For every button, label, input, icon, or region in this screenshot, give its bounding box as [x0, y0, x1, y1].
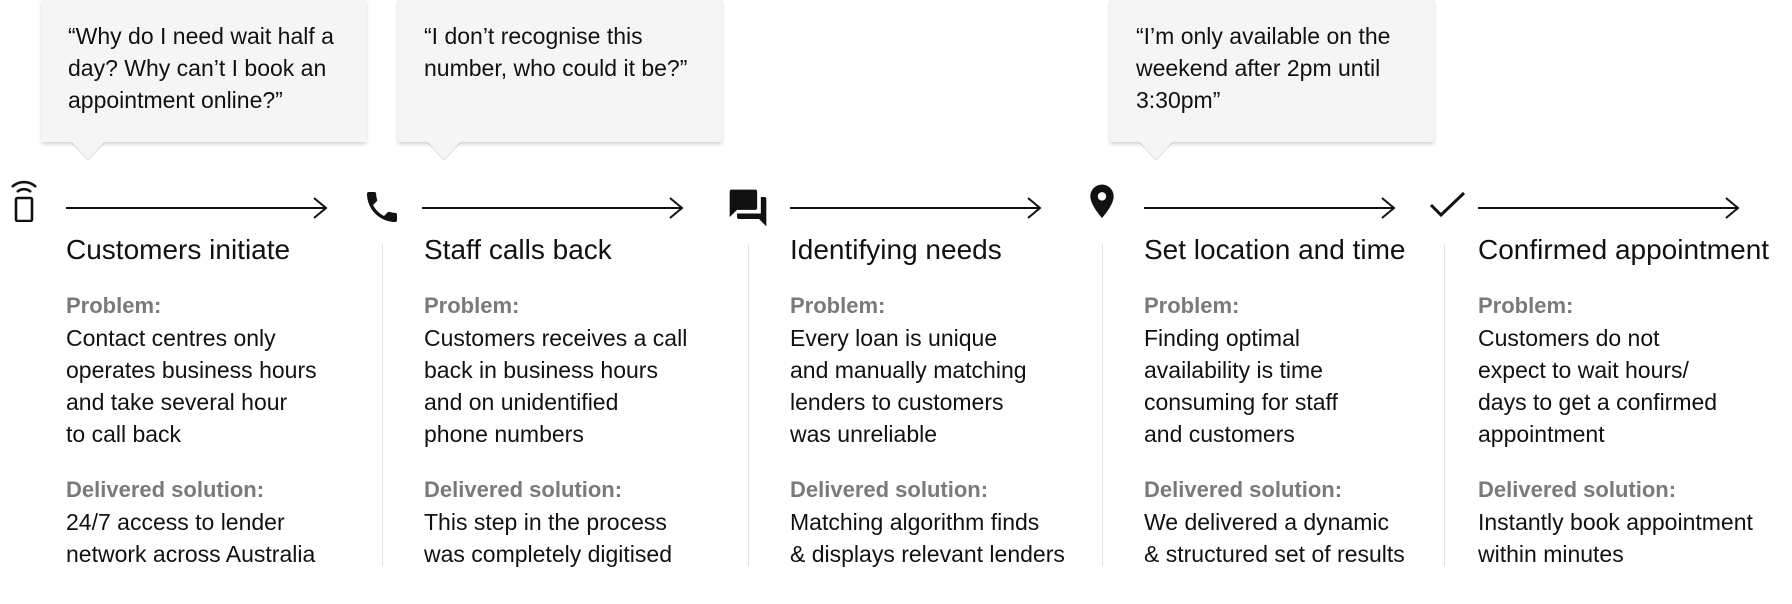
quote-bubble-2: “I don’t recognise this number, who coul…	[398, 0, 722, 161]
quote-bubble-1: “Why do I need wait half a day? Why can’…	[42, 0, 366, 161]
stage-customers-initiate: Customers initiate Problem: Contact cent…	[66, 232, 376, 570]
stage-confirmed-appointment: Confirmed appointment Problem: Customers…	[1478, 232, 1788, 570]
column-divider	[382, 244, 383, 566]
flow-arrow-4	[1144, 197, 1396, 219]
flow-arrow-2	[422, 197, 684, 219]
location-pin-icon	[1090, 184, 1114, 218]
stage-title: Confirmed appointment	[1478, 234, 1770, 265]
bubble-tail	[428, 142, 460, 159]
problem-text: Contact centres only operates business h…	[66, 325, 317, 447]
stage-title: Set location and time	[1144, 234, 1406, 265]
checkmark-icon	[1429, 191, 1466, 218]
bubble-tail	[72, 142, 104, 159]
flow-arrow-3	[790, 197, 1042, 219]
problem-label: Problem:	[424, 293, 520, 318]
stage-title: Identifying needs	[790, 234, 1002, 265]
solution-label: Delivered solution:	[1478, 477, 1677, 502]
phone-icon	[367, 192, 397, 222]
problem-text: Customers receives a call back in busine…	[424, 325, 688, 447]
stage-identifying-needs: Identifying needs Problem: Every loan is…	[790, 232, 1100, 570]
quote-text: “Why do I need wait half a day? Why can’…	[68, 23, 334, 113]
problem-text: Finding optimal availability is time con…	[1144, 325, 1338, 447]
solution-text: This step in the process was completely …	[424, 509, 673, 567]
solution-text: Matching algorithm finds & displays rele…	[790, 509, 1065, 567]
solution-text: 24/7 access to lender network across Aus…	[66, 509, 316, 567]
column-divider	[1102, 244, 1103, 566]
quote-text: “I don’t recognise this number, who coul…	[424, 23, 688, 81]
stage-staff-calls-back: Staff calls back Problem: Customers rece…	[424, 232, 744, 570]
solution-label: Delivered solution:	[66, 477, 265, 502]
problem-label: Problem:	[1144, 293, 1240, 318]
solution-label: Delivered solution:	[424, 477, 623, 502]
chat-bubbles-icon	[729, 189, 767, 227]
column-divider	[1444, 244, 1445, 566]
quote-text: “I’m only available on the weekend after…	[1136, 23, 1391, 113]
stage-title: Customers initiate	[66, 234, 291, 265]
solution-text: We delivered a dynamic & structured set …	[1144, 509, 1405, 567]
solution-label: Delivered solution:	[790, 477, 989, 502]
stage-set-location-and-time: Set location and time Problem: Finding o…	[1144, 232, 1440, 570]
bubble-tail	[1140, 142, 1172, 159]
solution-text: Instantly book appointment within minute…	[1478, 509, 1753, 567]
column-divider	[748, 244, 749, 566]
flow-arrow-1	[66, 197, 328, 219]
problem-text: Customers do not expect to wait hours/ d…	[1478, 325, 1718, 447]
quote-bubble-3: “I’m only available on the weekend after…	[1110, 0, 1434, 161]
problem-label: Problem:	[790, 293, 886, 318]
stage-title: Staff calls back	[424, 234, 612, 265]
solution-label: Delivered solution:	[1144, 477, 1343, 502]
problem-text: Every loan is unique and manually matchi…	[790, 325, 1027, 447]
problem-label: Problem:	[66, 293, 162, 318]
flow-arrow-5	[1478, 197, 1740, 219]
wireless-phone-icon	[11, 180, 37, 222]
problem-label: Problem:	[1478, 293, 1574, 318]
